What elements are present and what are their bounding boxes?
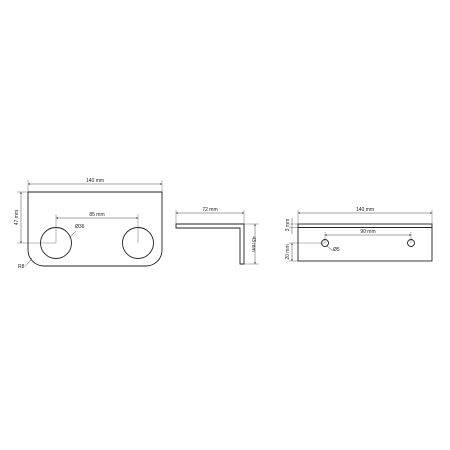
- top-hole-spacing-label: 90 mm: [360, 229, 375, 235]
- front-hole-spacing-label: 85 mm: [89, 212, 104, 218]
- side-bracket-profile: [175, 223, 245, 265]
- top-hole-offset-label: 20 mm: [285, 244, 291, 259]
- front-radius-leader: [24, 257, 33, 267]
- front-hole-diameter-leader: [69, 230, 77, 238]
- front-radius-label: R8: [18, 264, 25, 270]
- front-view: 140 mm 47 mm 85 mm Ø36 R8: [14, 178, 163, 270]
- top-plate-outline: [297, 223, 433, 262]
- front-plate-outline: [27, 191, 163, 267]
- front-width-label: 140 mm: [86, 178, 104, 184]
- top-hole-diameter-label: Ø5: [333, 247, 340, 253]
- top-thickness-label: 3 mm: [285, 219, 291, 232]
- side-height-label: 43 mm: [250, 236, 256, 251]
- side-top-label: 72 mm: [202, 207, 217, 213]
- front-height-label: 47 mm: [14, 210, 20, 225]
- top-width-label: 140 mm: [356, 207, 374, 213]
- top-view: 140 mm 3 mm 20 mm 90 mm Ø5: [285, 207, 433, 262]
- front-hole-diameter-label: Ø36: [75, 224, 85, 230]
- top-hole-diameter-leader: [326, 245, 334, 252]
- side-view: 72 mm 43 mm: [175, 207, 259, 265]
